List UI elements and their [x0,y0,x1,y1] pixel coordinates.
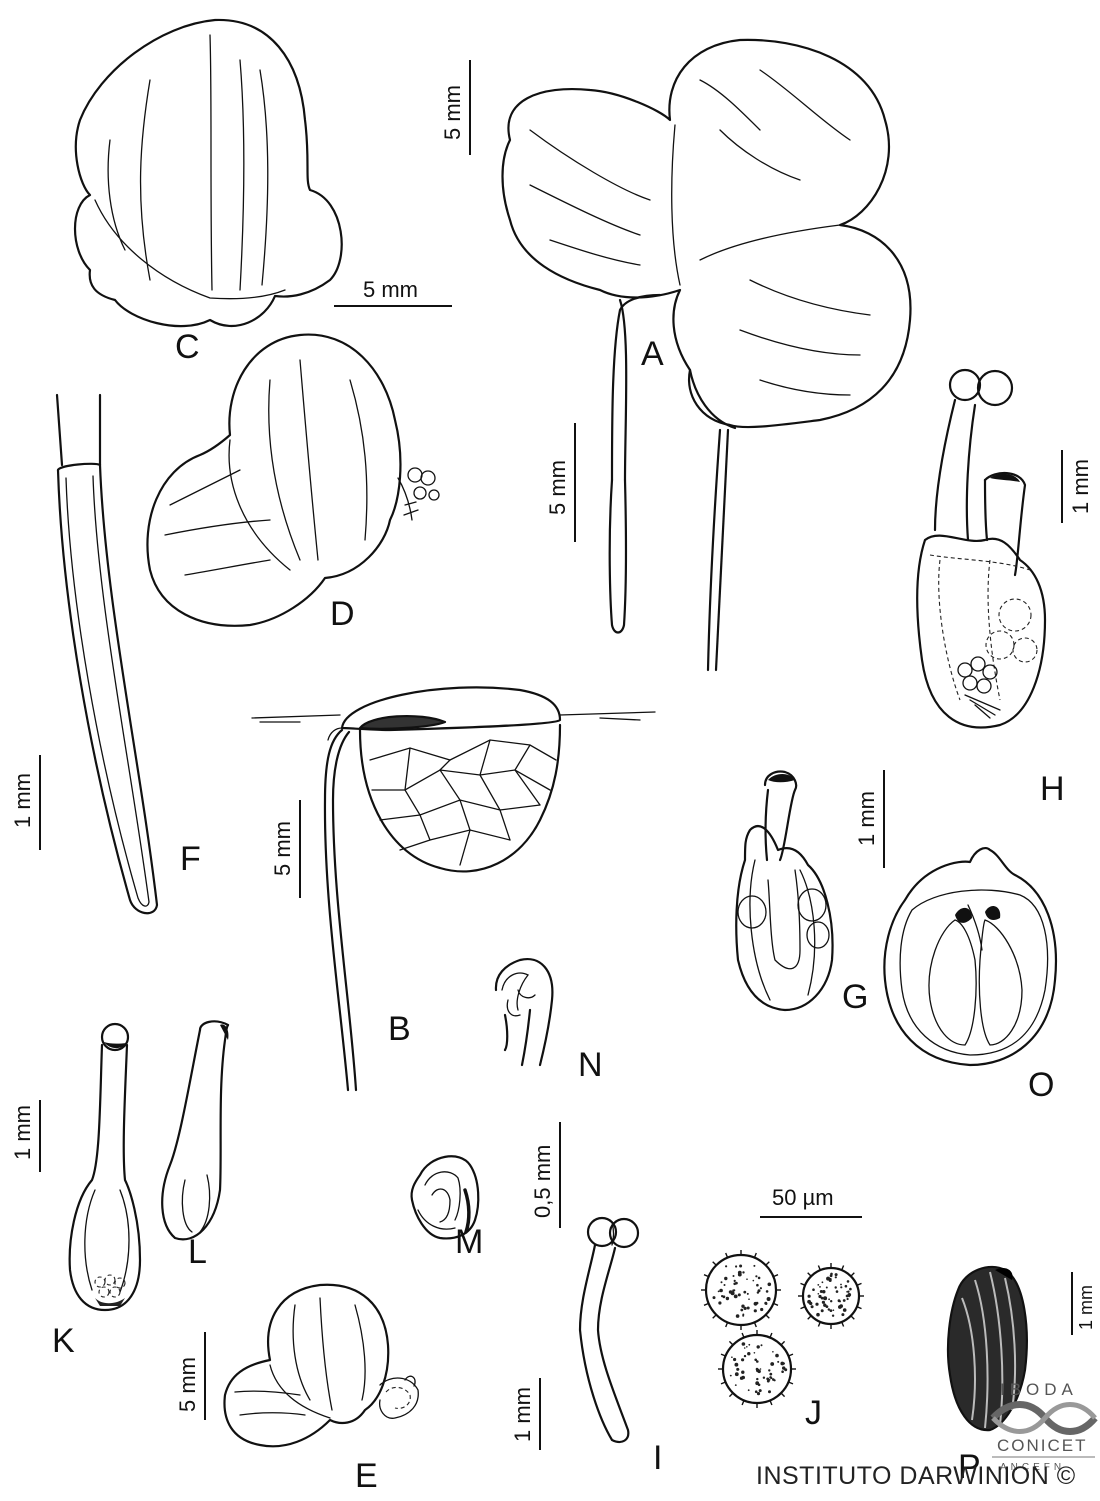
scale-label-h: 1 mm [1068,459,1093,514]
figure-e [223,1283,419,1448]
label-c: C [175,328,200,366]
scale-label-i-upper: 0,5 mm [530,1145,555,1218]
figure-g [735,770,834,1012]
scale-label-f: 1 mm [10,773,35,828]
label-p: P [958,1448,981,1486]
scale-label-i-lower: 1 mm [510,1387,535,1442]
label-m: M [455,1223,483,1261]
scale-label-j: 50 µm [772,1185,834,1210]
scale-label-a-top: 5 mm [440,85,465,140]
logo-bottom-text: ANCEFN [1000,1462,1065,1473]
label-d: D [330,595,355,633]
label-a: A [641,335,664,373]
scale-label-a-petiole: 5 mm [545,460,570,515]
label-n: N [578,1046,603,1084]
figure-b [251,686,656,1092]
figure-i [578,1216,640,1444]
label-i: I [653,1439,662,1477]
scale-label-e: 5 mm [175,1357,200,1412]
scale-label-p: 1 mm [1076,1285,1096,1330]
figure-l [161,1020,230,1241]
label-e: E [355,1457,378,1495]
figure-f [55,393,159,915]
scale-label-g: 1 mm [854,791,879,846]
label-l: L [188,1233,207,1271]
institution-logo: IBODA CONICET ANCEFN [990,1380,1098,1473]
label-h: H [1040,770,1065,808]
figure-j [701,1250,864,1408]
figure-k [68,1022,142,1312]
label-k: K [52,1322,75,1360]
scale-label-k: 1 mm [10,1105,35,1160]
label-o: O [1028,1066,1054,1104]
logo-top-text: IBODA [1000,1380,1078,1399]
label-g: G [842,978,868,1016]
figure-d [146,333,440,627]
scale-label-b: 5 mm [270,821,295,876]
figure-a [501,38,912,672]
logo-middle-text: CONICET [997,1436,1088,1455]
figure-o [883,846,1057,1067]
figure-n [494,957,554,1067]
label-f: F [180,840,201,878]
label-j: J [805,1394,822,1432]
figure-h [916,368,1047,729]
image-credit: INSTITUTO DARWINION © [756,1462,1076,1490]
label-b: B [388,1010,411,1048]
figure-m [410,1155,480,1240]
scale-label-c: 5 mm [363,277,418,302]
figure-c [73,18,343,328]
